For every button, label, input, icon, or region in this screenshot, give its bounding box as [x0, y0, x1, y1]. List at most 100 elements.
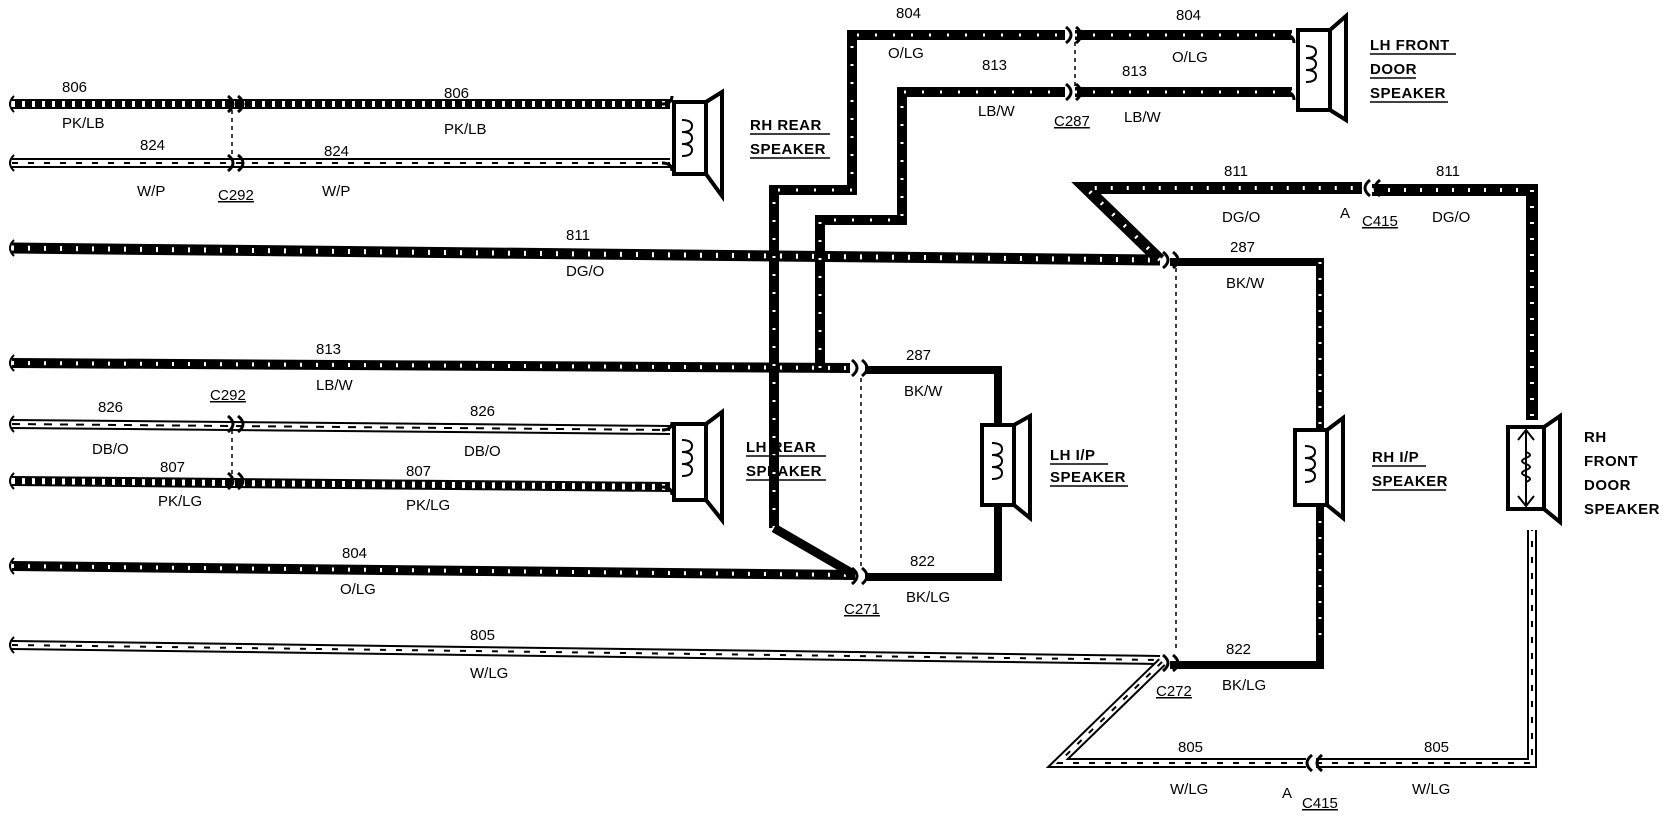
- wire-822-lh: [865, 505, 1002, 581]
- wire-805-route: [1045, 530, 1537, 768]
- wire-826-right-num: 826: [470, 403, 495, 420]
- wire-811-top-num: 811: [1224, 163, 1248, 180]
- wire-805-bottom-right-color: W/LG: [1412, 781, 1450, 798]
- wire-811-main-num: 811: [566, 227, 590, 244]
- wire-822-rh-color: BK/LG: [1222, 677, 1266, 694]
- wire-287-rh-num: 287: [1230, 239, 1255, 256]
- rh-ip-speaker-label-1: RH I/P: [1372, 449, 1419, 466]
- wire-806-right-num: 806: [444, 85, 469, 102]
- wire-805-bottom-color: W/LG: [1170, 781, 1208, 798]
- wire-ends: [9, 95, 15, 654]
- wire-805-main-color: W/LG: [470, 665, 508, 682]
- wire-811-main-color: DG/O: [566, 263, 604, 280]
- wire-811-top-color: DG/O: [1222, 209, 1260, 226]
- lh-ip-speaker: [980, 412, 1032, 523]
- connector-c415-bottom: C415: [1302, 795, 1338, 812]
- wire-807-left-num: 807: [160, 459, 185, 476]
- wire-804-top-num: 804: [896, 5, 921, 22]
- wire-813-main-num: 813: [316, 341, 341, 358]
- wire-824-left-num: 824: [140, 137, 165, 154]
- lh-ip-speaker-label-1: LH I/P: [1050, 447, 1096, 464]
- rh-rear-speaker-label-2: SPEAKER: [750, 141, 826, 158]
- speaker-labels: RH REAR SPEAKER LH REAR SPEAKER LH FRONT…: [746, 37, 1660, 518]
- wire-805-main-num: 805: [470, 627, 495, 644]
- wire-287-lh-color: BK/W: [904, 383, 943, 400]
- wire-806-right-color: PK/LB: [444, 121, 487, 138]
- wire-813-main: [11, 358, 851, 373]
- wire-807-left-color: PK/LG: [158, 493, 202, 510]
- connector-c271: C271: [844, 601, 880, 618]
- wire-807-right-color: PK/LG: [406, 497, 450, 514]
- wire-804-top-right-num: 804: [1176, 7, 1201, 24]
- rh-rear-speaker: [661, 88, 724, 203]
- connector-labels: C292 C292 C287 C271 C272 A C415 A C415: [210, 113, 1398, 812]
- rh-ip-speaker: [1293, 414, 1345, 523]
- connector-symbols: [227, 25, 1381, 773]
- wire-813-top-color: LB/W: [978, 103, 1016, 120]
- lh-rear-speaker: [661, 408, 724, 526]
- wire-824-right-num: 824: [324, 143, 349, 160]
- lh-ip-speaker-label-2: SPEAKER: [1050, 469, 1126, 486]
- wire-806-left-color: PK/LB: [62, 115, 105, 132]
- connector-c415-top-pin: A: [1340, 205, 1350, 222]
- wire-805-main: [11, 640, 1161, 665]
- wire-804-top-color: O/LG: [888, 45, 924, 62]
- rh-front-door-speaker-label-4: SPEAKER: [1584, 501, 1660, 518]
- wire-287-lh: [865, 366, 1002, 425]
- wire-287-rh-color: BK/W: [1226, 275, 1265, 292]
- wire-804-route: [769, 30, 1292, 579]
- wire-804-main-color: O/LG: [340, 581, 376, 598]
- wire-824-left-color: W/P: [137, 183, 165, 200]
- wire-806-left-num: 806: [62, 79, 87, 96]
- rh-front-door-speaker-label-2: FRONT: [1584, 453, 1638, 470]
- wire-811-top-right-color: DG/O: [1432, 209, 1470, 226]
- wire-813-top-right-color: LB/W: [1124, 109, 1162, 126]
- wire-287-lh-num: 287: [906, 347, 931, 364]
- wire-826-left-color: DB/O: [92, 441, 129, 458]
- rh-rear-speaker-label-1: RH REAR: [750, 117, 822, 134]
- wire-822-lh-num: 822: [910, 553, 935, 570]
- wire-811-route: [1071, 182, 1538, 420]
- wire-824-right-color: W/P: [322, 183, 350, 200]
- lh-front-door-speaker: [1283, 11, 1348, 124]
- lh-front-door-speaker-label-2: DOOR: [1370, 61, 1417, 78]
- wire-804-top-right-color: O/LG: [1172, 49, 1208, 66]
- wire-804-main-num: 804: [342, 545, 367, 562]
- lh-front-door-speaker-label-1: LH FRONT: [1370, 37, 1450, 54]
- rh-front-door-speaker: [1506, 412, 1562, 527]
- wire-811-main: [11, 242, 1161, 266]
- wire-813-top-right-num: 813: [1122, 63, 1147, 80]
- lh-front-door-speaker-label-3: SPEAKER: [1370, 85, 1446, 102]
- wire-804-main: [11, 561, 856, 580]
- connector-links: [231, 42, 1177, 652]
- lh-rear-speaker-label-2: SPEAKER: [746, 463, 822, 480]
- wire-826-left-num: 826: [98, 399, 123, 416]
- connector-c292-top: C292: [218, 187, 254, 204]
- wire-287-rh: [1170, 258, 1324, 430]
- wire-813-main-color: LB/W: [316, 377, 354, 394]
- rh-front-door-speaker-label-3: DOOR: [1584, 477, 1631, 494]
- wire-807-right-num: 807: [406, 463, 431, 480]
- connector-c287: C287: [1054, 113, 1090, 130]
- connector-c292-mid: C292: [210, 387, 246, 404]
- wire-822-rh-num: 822: [1226, 641, 1251, 658]
- wire-805-bottom-num: 805: [1178, 739, 1203, 756]
- wire-822-lh-color: BK/LG: [906, 589, 950, 606]
- lh-rear-speaker-label-1: LH REAR: [746, 439, 816, 456]
- wire-822-rh: [1170, 505, 1324, 669]
- rh-front-door-speaker-label-1: RH: [1584, 429, 1607, 446]
- wire-labels: 806 PK/LB 806 PK/LB 824 W/P 824 W/P 811 …: [62, 5, 1470, 798]
- wire-813-route: [815, 87, 1292, 368]
- wire-811-top-right-num: 811: [1436, 163, 1460, 180]
- wire-813-top-num: 813: [982, 57, 1007, 74]
- wire-807: [11, 476, 671, 492]
- rh-ip-speaker-label-2: SPEAKER: [1372, 473, 1448, 490]
- wire-826: [11, 419, 671, 435]
- connector-c272: C272: [1156, 683, 1192, 700]
- wire-805-bottom-right-num: 805: [1424, 739, 1449, 756]
- connector-c415-bottom-pin: A: [1282, 785, 1292, 802]
- wire-826-right-color: DB/O: [464, 443, 501, 460]
- connector-c415-top: C415: [1362, 213, 1398, 230]
- wires: [9, 30, 1538, 768]
